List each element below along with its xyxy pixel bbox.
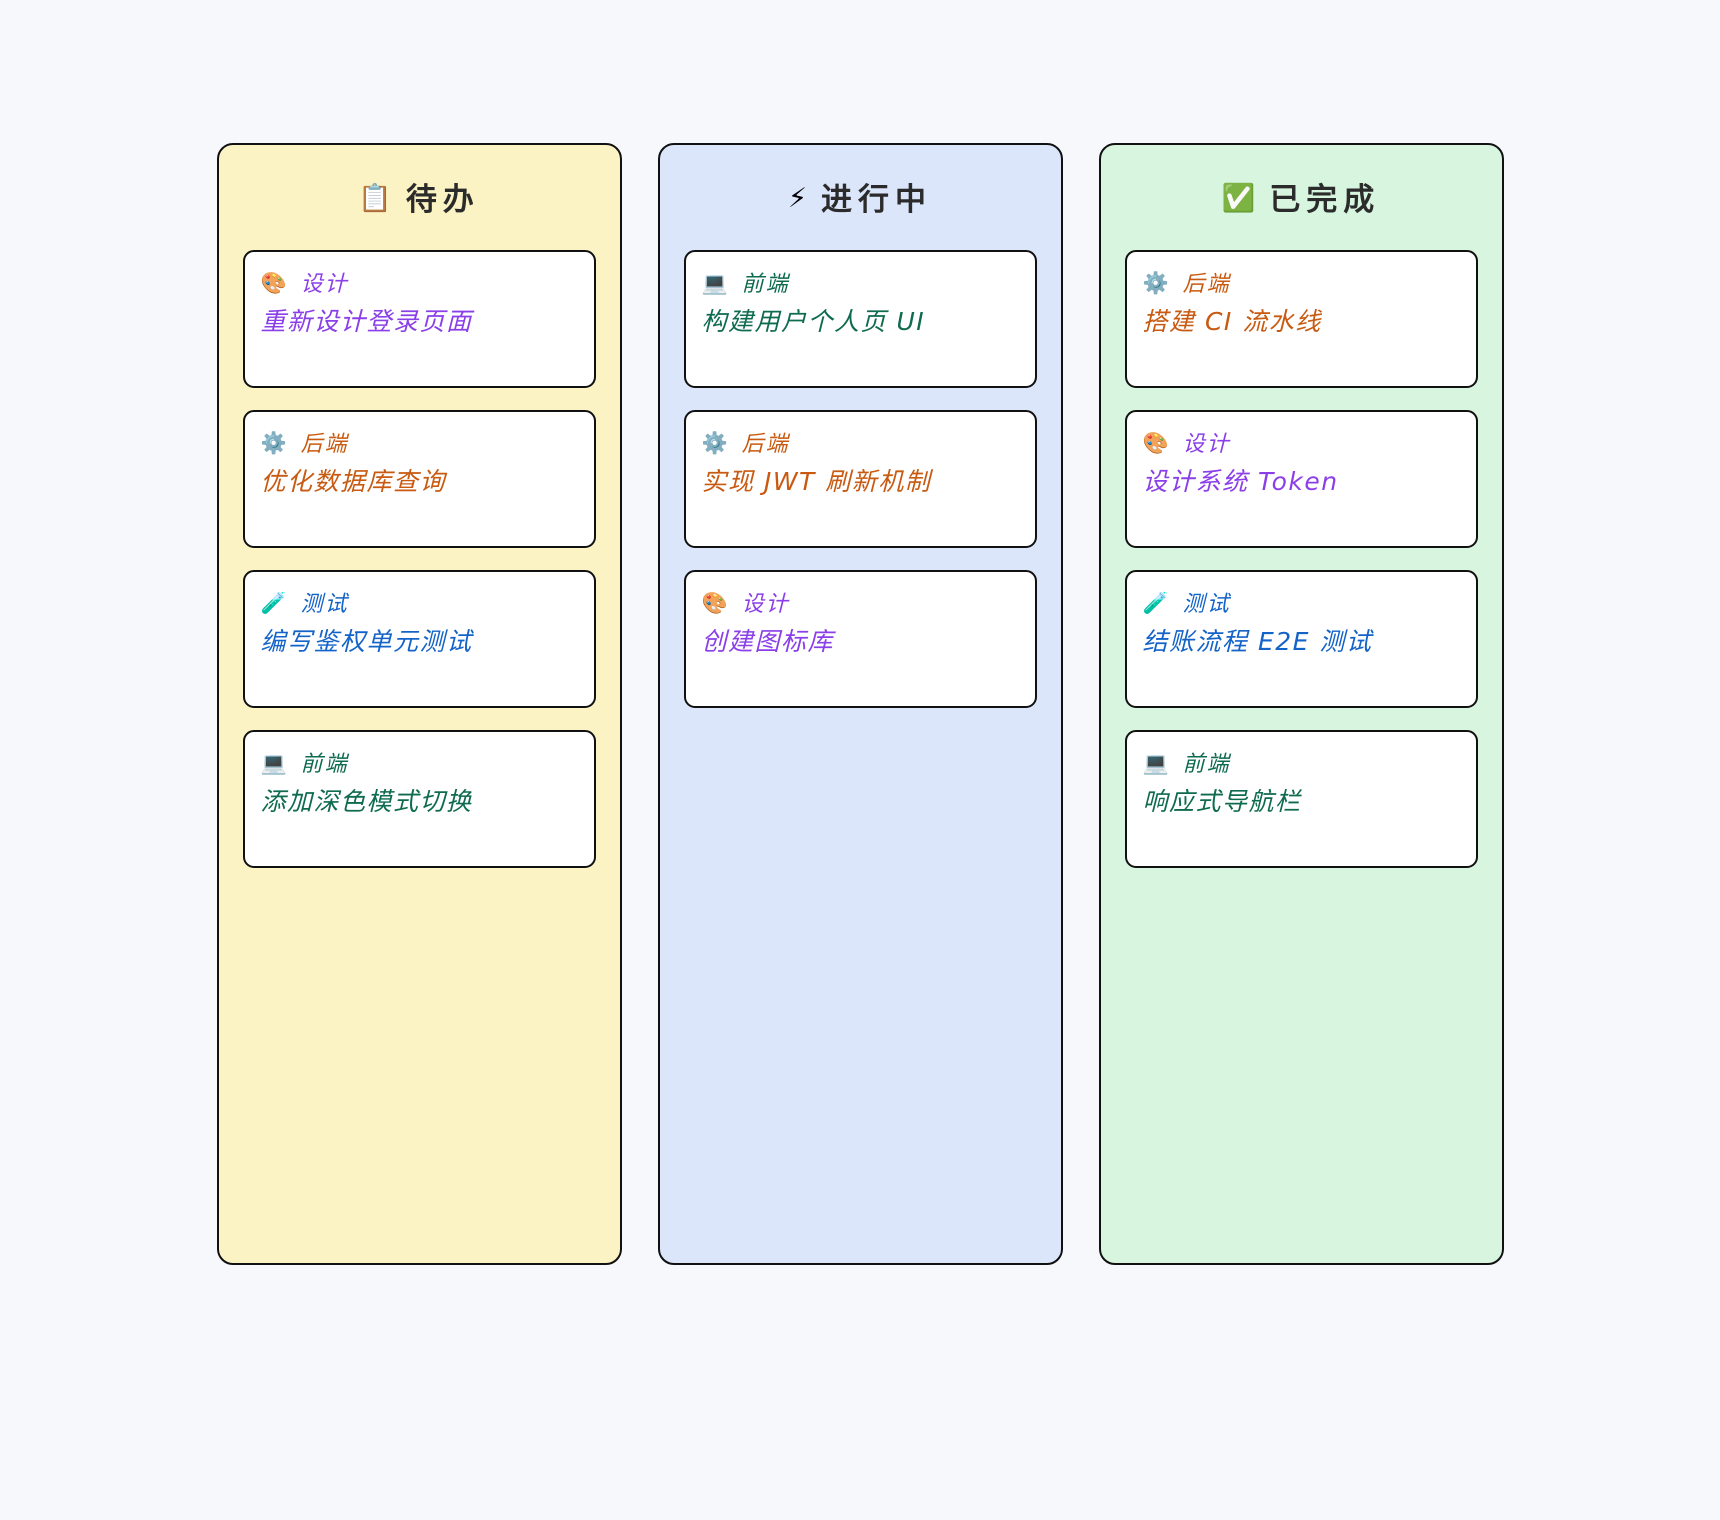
card-tag-label: 设计 [741, 592, 790, 617]
kanban-card[interactable]: ⚙️ 后端实现 JWT 刷新机制 [683, 410, 1037, 548]
card-tag-label: 设计 [300, 272, 349, 297]
card-list: 🎨 设计重新设计登录页面 ⚙️ 后端优化数据库查询 🧪 测试编写鉴权单元测试 💻 前端添加深色… [242, 250, 596, 868]
card-tag: 🎨 设计 [1143, 424, 1231, 460]
kanban-card[interactable]: 🧪 测试编写鉴权单元测试 [242, 570, 596, 708]
kanban-card[interactable]: 💻 前端响应式导航栏 [1124, 730, 1478, 868]
test-tube-icon: 🧪 [1142, 590, 1169, 615]
card-title: 优化数据库查询 [260, 467, 447, 496]
card-tag: 💻 前端 [261, 744, 349, 780]
palette-icon: 🎨 [701, 590, 728, 615]
card-title: 构建用户个人页 UI [701, 307, 926, 336]
card-tag-label: 后端 [1182, 272, 1231, 297]
laptop-icon: 💻 [701, 270, 728, 295]
palette-icon: 🎨 [260, 270, 287, 295]
kanban-card[interactable]: 🎨 设计重新设计登录页面 [242, 250, 596, 388]
kanban-card[interactable]: 🧪 测试结账流程 E2E 测试 [1124, 570, 1478, 708]
card-list: ⚙️ 后端搭建 CI 流水线 🎨 设计设计系统 Token 🧪 测试结账流程 E2E 测试… [1124, 250, 1478, 868]
card-tag-label: 测试 [1182, 592, 1231, 617]
card-tag-label: 前端 [741, 272, 790, 297]
kanban-column-todo[interactable]: 📋 待办 🎨 设计重新设计登录页面 ⚙️ 后端优化数据库查询 🧪 测试编写鉴权单元测试 💻 前端添… [216, 143, 622, 1265]
column-title: 已完成 [1269, 182, 1381, 218]
palette-icon: 🎨 [1142, 430, 1169, 455]
card-title: 结账流程 E2E 测试 [1142, 627, 1373, 656]
card-tag: ⚙️ 后端 [261, 424, 349, 460]
kanban-card[interactable]: 🎨 设计创建图标库 [683, 570, 1037, 708]
card-tag: ⚙️ 后端 [1143, 264, 1231, 300]
card-tag: ⚙️ 后端 [702, 424, 790, 460]
card-tag-label: 设计 [1182, 432, 1231, 457]
kanban-column-done[interactable]: ✅ 已完成 ⚙️ 后端搭建 CI 流水线 🎨 设计设计系统 Token 🧪 测试结账流程 E2… [1098, 143, 1504, 1265]
card-title: 搭建 CI 流水线 [1142, 307, 1322, 336]
card-title: 响应式导航栏 [1142, 787, 1302, 816]
gear-icon: ⚙️ [1142, 270, 1169, 295]
card-list: 💻 前端构建用户个人页 UI ⚙️ 后端实现 JWT 刷新机制 🎨 设计创建图标库 [683, 250, 1037, 708]
lightning-bolt-icon: ⚡ [788, 183, 807, 214]
kanban-card[interactable]: ⚙️ 后端优化数据库查询 [242, 410, 596, 548]
column-title: 待办 [405, 182, 480, 218]
card-title: 编写鉴权单元测试 [260, 627, 473, 656]
card-tag-label: 前端 [1182, 752, 1231, 777]
card-tag: 💻 前端 [702, 264, 790, 300]
card-tag: 🧪 测试 [261, 584, 349, 620]
kanban-card[interactable]: 🎨 设计设计系统 Token [1124, 410, 1478, 548]
column-header: ⚡ 进行中 [684, 145, 1037, 250]
kanban-card[interactable]: ⚙️ 后端搭建 CI 流水线 [1124, 250, 1478, 388]
card-tag: 🧪 测试 [1143, 584, 1231, 620]
column-title: 进行中 [820, 182, 932, 218]
column-header: ✅ 已完成 [1125, 145, 1478, 250]
card-title: 重新设计登录页面 [260, 307, 473, 336]
laptop-icon: 💻 [260, 750, 287, 775]
column-header: 📋 待办 [243, 145, 596, 250]
card-title: 创建图标库 [701, 627, 835, 656]
card-tag: 💻 前端 [1143, 744, 1231, 780]
card-tag-label: 测试 [300, 592, 349, 617]
card-tag-label: 后端 [741, 432, 790, 457]
kanban-card[interactable]: 💻 前端构建用户个人页 UI [683, 250, 1037, 388]
gear-icon: ⚙️ [260, 430, 287, 455]
clipboard-icon: 📋 [358, 183, 392, 214]
card-tag: 🎨 设计 [702, 584, 790, 620]
card-title: 实现 JWT 刷新机制 [701, 467, 932, 496]
card-tag-label: 后端 [300, 432, 349, 457]
kanban-card[interactable]: 💻 前端添加深色模式切换 [242, 730, 596, 868]
laptop-icon: 💻 [1142, 750, 1169, 775]
card-title: 添加深色模式切换 [260, 787, 473, 816]
card-title: 设计系统 Token [1142, 467, 1339, 496]
check-mark-icon: ✅ [1221, 183, 1256, 214]
card-tag: 🎨 设计 [261, 264, 349, 300]
kanban-column-in-progress[interactable]: ⚡ 进行中 💻 前端构建用户个人页 UI ⚙️ 后端实现 JWT 刷新机制 🎨 设计创建图标库 [657, 143, 1063, 1265]
card-tag-label: 前端 [300, 752, 349, 777]
gear-icon: ⚙️ [701, 430, 728, 455]
test-tube-icon: 🧪 [260, 590, 287, 615]
